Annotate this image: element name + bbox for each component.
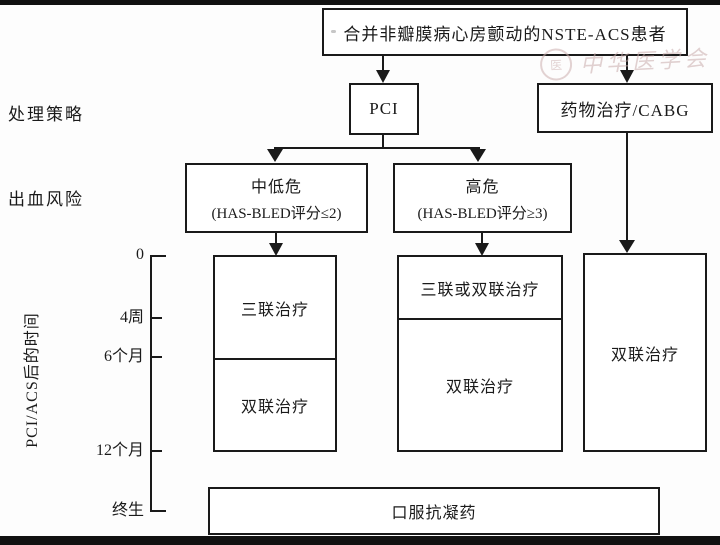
oral-anticoagulant-text: 口服抗凝药: [391, 505, 477, 522]
treatment-low-phase1: 三联治疗: [215, 257, 335, 360]
timeline-axis-label: PCI/ACS后的时间: [24, 312, 41, 448]
stray-mark: [331, 30, 336, 33]
arrow-head: [620, 70, 634, 83]
branch-stem: [382, 135, 384, 149]
treatment-low-phase1-text: 三联治疗: [240, 301, 309, 319]
title-text: 合并非瓣膜病心房颤动的NSTE-ACS患者: [343, 24, 667, 44]
title-box: 合并非瓣膜病心房颤动的NSTE-ACS患者: [322, 8, 688, 56]
risk-high-box: 高危 (HAS-BLED评分≥3): [393, 163, 572, 233]
risk-low-title: 中低危: [250, 179, 302, 196]
medical-cabg-text: 药物治疗/CABG: [560, 100, 690, 120]
tick-label-6months: 6个月: [103, 348, 144, 365]
tick-label-0: 0: [136, 246, 144, 263]
treatment-low-phase2: 双联治疗: [215, 360, 335, 450]
timeline-tick-12m: [150, 450, 162, 452]
arrow-head: [475, 243, 489, 256]
treatment-high-phase1: 三联或双联治疗: [399, 257, 561, 320]
pci-box-text: PCI: [369, 99, 399, 118]
treatment-low-phase2-text: 双联治疗: [240, 399, 309, 416]
arrow-head: [267, 149, 283, 162]
tick-label-lifelong: 终生: [111, 502, 144, 519]
treatment-high-phase2-text: 双联治疗: [445, 379, 514, 396]
risk-high-subtitle: (HAS-BLED评分≥3): [417, 206, 548, 222]
bottom-black-bar: [0, 536, 720, 545]
branch-crossbar: [274, 147, 480, 149]
arrow-head: [269, 243, 283, 256]
oral-anticoagulant-box: 口服抗凝药: [208, 487, 660, 535]
tick-label-4weeks: 4周: [119, 309, 144, 326]
treatment-high-phase2: 双联治疗: [399, 320, 561, 450]
treatment-high-phase1-text: 三联或双联治疗: [420, 281, 540, 299]
tick-label-12months: 12个月: [95, 442, 144, 459]
row-label-strategy: 处理策略: [8, 105, 84, 124]
risk-low-subtitle: (HAS-BLED评分≤2): [211, 206, 342, 222]
arrow-stem: [626, 56, 628, 71]
treatment-column-medical: 双联治疗: [583, 253, 707, 452]
timeline-tick-lifelong: [150, 510, 166, 512]
top-black-bar: [0, 0, 720, 5]
treatment-column-low: 三联治疗 双联治疗: [213, 255, 337, 452]
arrow-stem: [481, 233, 483, 245]
arrow-stem: [275, 233, 277, 245]
arrow-stem: [382, 56, 384, 71]
treatment-column-high: 三联或双联治疗 双联治疗: [397, 255, 563, 452]
timeline-axis-line: [150, 255, 152, 512]
pci-box: PCI: [349, 83, 419, 135]
treatment-medical-text: 双联治疗: [610, 346, 679, 364]
risk-low-box: 中低危 (HAS-BLED评分≤2): [185, 163, 368, 233]
timeline-tick-6m: [150, 356, 162, 358]
medical-cabg-box: 药物治疗/CABG: [537, 83, 713, 133]
arrow-head: [376, 70, 390, 83]
arrow-stem: [626, 133, 628, 241]
timeline-tick-0: [150, 255, 166, 257]
row-label-bleeding: 出血风险: [8, 190, 84, 209]
timeline-tick-4w: [150, 317, 162, 319]
risk-high-title: 高危: [465, 179, 500, 196]
arrow-head: [470, 149, 486, 162]
arrow-head: [619, 240, 635, 253]
